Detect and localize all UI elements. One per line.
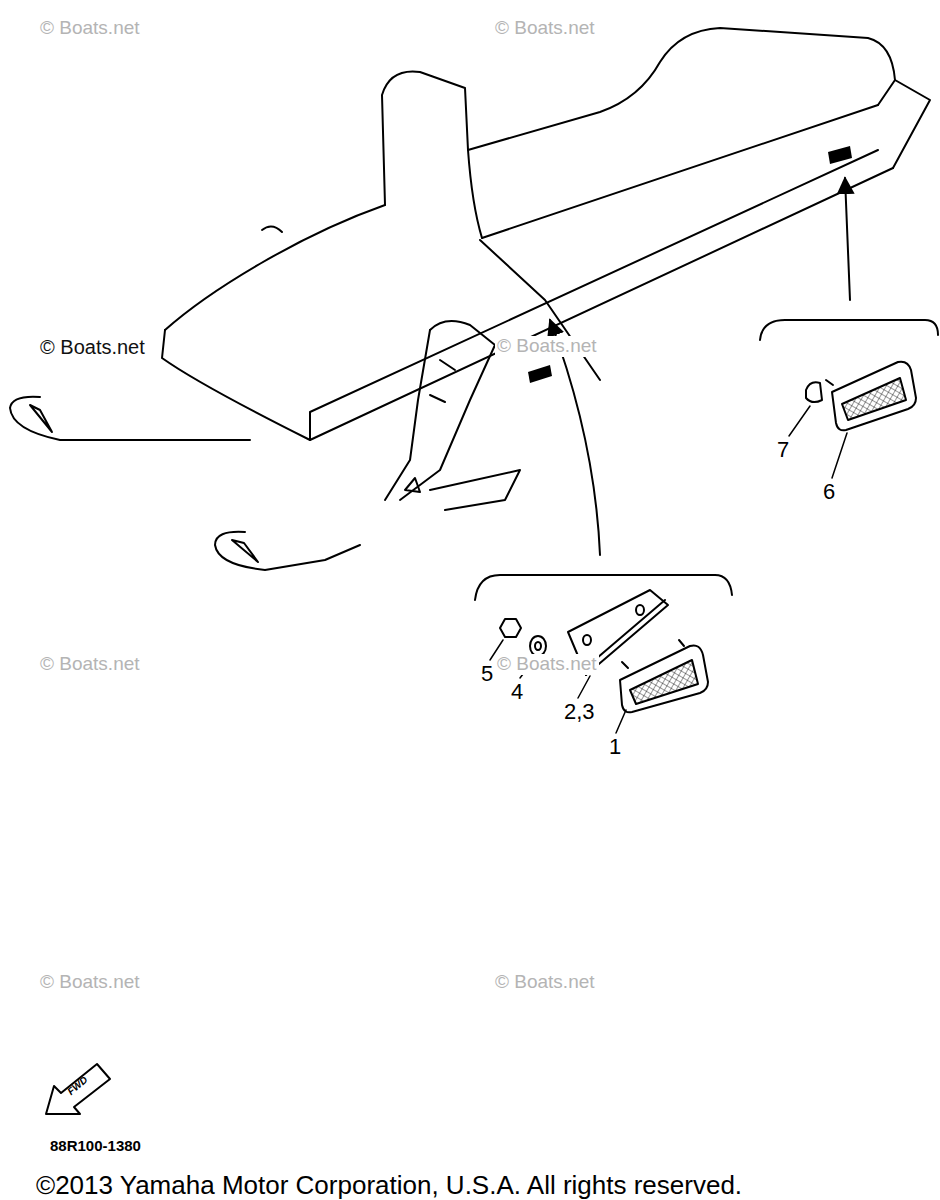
callout-number: 4 <box>511 680 523 704</box>
watermark: © Boats.net <box>40 972 140 993</box>
callout-number: 1 <box>609 735 621 759</box>
watermark: © Boats.net <box>40 336 145 358</box>
copyright-note: ©2013 Yamaha Motor Corporation, U.S.A. A… <box>36 1171 742 1200</box>
callout-number: 2,3 <box>564 700 595 724</box>
watermark: © Boats.net <box>495 654 599 675</box>
watermark: © Boats.net <box>40 18 140 39</box>
callout-number: 5 <box>481 662 493 686</box>
watermark: © Boats.net <box>495 972 595 993</box>
watermark: © Boats.net <box>495 18 595 39</box>
watermark: © Boats.net <box>40 654 140 675</box>
callout-number: 7 <box>777 438 789 462</box>
part-code: 88R100-1380 <box>50 1138 141 1155</box>
callout-number: 6 <box>823 480 835 504</box>
watermark: © Boats.net <box>495 336 599 357</box>
